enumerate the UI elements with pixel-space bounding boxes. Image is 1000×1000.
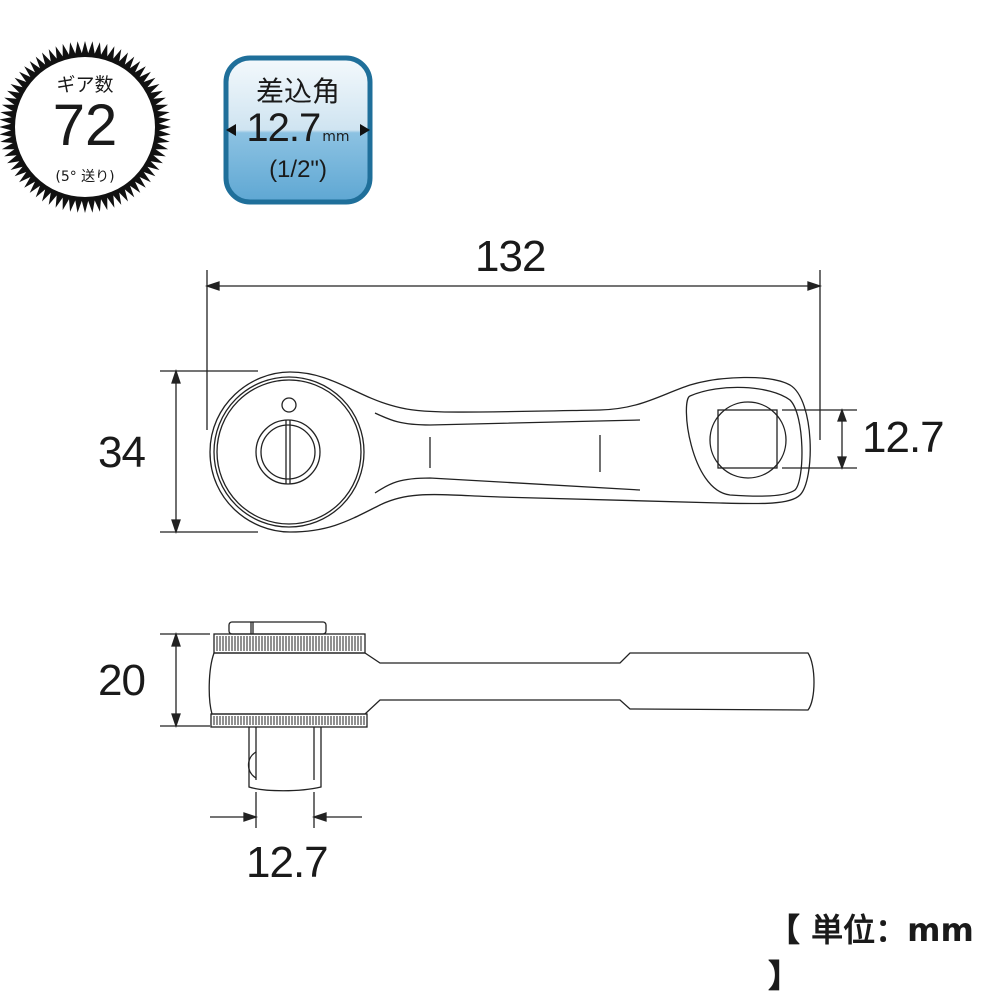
head-height-label: 20 — [98, 656, 146, 705]
unit-label: 【 単位：mm 】 — [768, 911, 974, 995]
drive-size-inch: (1/2") — [269, 156, 327, 183]
gear-count-value: 72 — [52, 93, 118, 158]
square-size-side-label: 12.7 — [246, 838, 329, 887]
arrow-right-icon — [360, 124, 370, 136]
drive-size-value: 12.7 — [246, 106, 321, 150]
drive-size-badge — [223, 55, 373, 205]
drive-size-unit: mm — [322, 129, 350, 145]
arrow-left-icon — [226, 124, 236, 136]
square-size-top-label: 12.7 — [862, 413, 945, 462]
gear-icon — [0, 41, 171, 213]
overall-length-label: 132 — [475, 232, 546, 281]
gear-feed-angle: (5° 送り) — [55, 169, 115, 185]
gear-count-label: ギア数 — [56, 74, 114, 96]
drive-size-label: 差込角 — [255, 75, 340, 108]
head-width-label: 34 — [98, 428, 146, 477]
